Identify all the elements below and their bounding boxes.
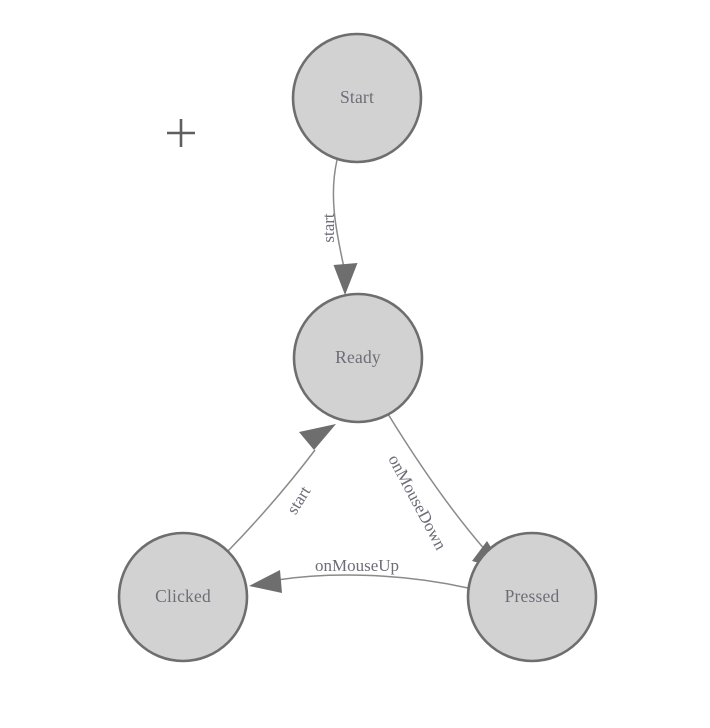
- plus-marker[interactable]: [167, 119, 195, 147]
- edge-start-to-ready[interactable]: start: [319, 159, 358, 295]
- node-start[interactable]: Start: [291, 32, 423, 164]
- node-start-label: Start: [340, 87, 374, 107]
- edge-pressed-to-clicked[interactable]: onMouseUp: [249, 556, 469, 593]
- node-ready[interactable]: Ready: [292, 292, 424, 424]
- edge-label-ready-to-pressed: onMouseDown: [384, 452, 450, 554]
- node-ready-circle[interactable]: [292, 292, 424, 424]
- node-clicked-circle[interactable]: [117, 531, 249, 663]
- node-pressed-label: Pressed: [505, 586, 560, 606]
- edge-clicked-to-ready[interactable]: start: [227, 424, 336, 552]
- arrow-head-clicked-to-ready: [299, 424, 336, 450]
- node-pressed[interactable]: Pressed: [466, 531, 598, 663]
- edge-path-start-to-ready: [332, 159, 345, 269]
- edge-label-pressed-to-clicked: onMouseUp: [315, 556, 399, 575]
- node-clicked-label: Clicked: [155, 586, 211, 606]
- edge-path-ready-to-pressed: [387, 413, 487, 552]
- node-ready-label: Ready: [335, 347, 381, 367]
- edge-label-clicked-to-ready: start: [283, 482, 315, 517]
- edge-ready-to-pressed[interactable]: onMouseDown: [384, 413, 505, 570]
- arrow-head-start-to-ready: [333, 263, 358, 295]
- node-start-circle[interactable]: [291, 32, 423, 164]
- arrow-head-pressed-to-clicked: [249, 570, 282, 593]
- edge-label-start-to-ready: start: [319, 213, 338, 243]
- edge-path-clicked-to-ready: [227, 449, 316, 552]
- edge-path-pressed-to-clicked: [276, 574, 469, 589]
- node-clicked[interactable]: Clicked: [117, 531, 249, 663]
- node-pressed-circle[interactable]: [466, 531, 598, 663]
